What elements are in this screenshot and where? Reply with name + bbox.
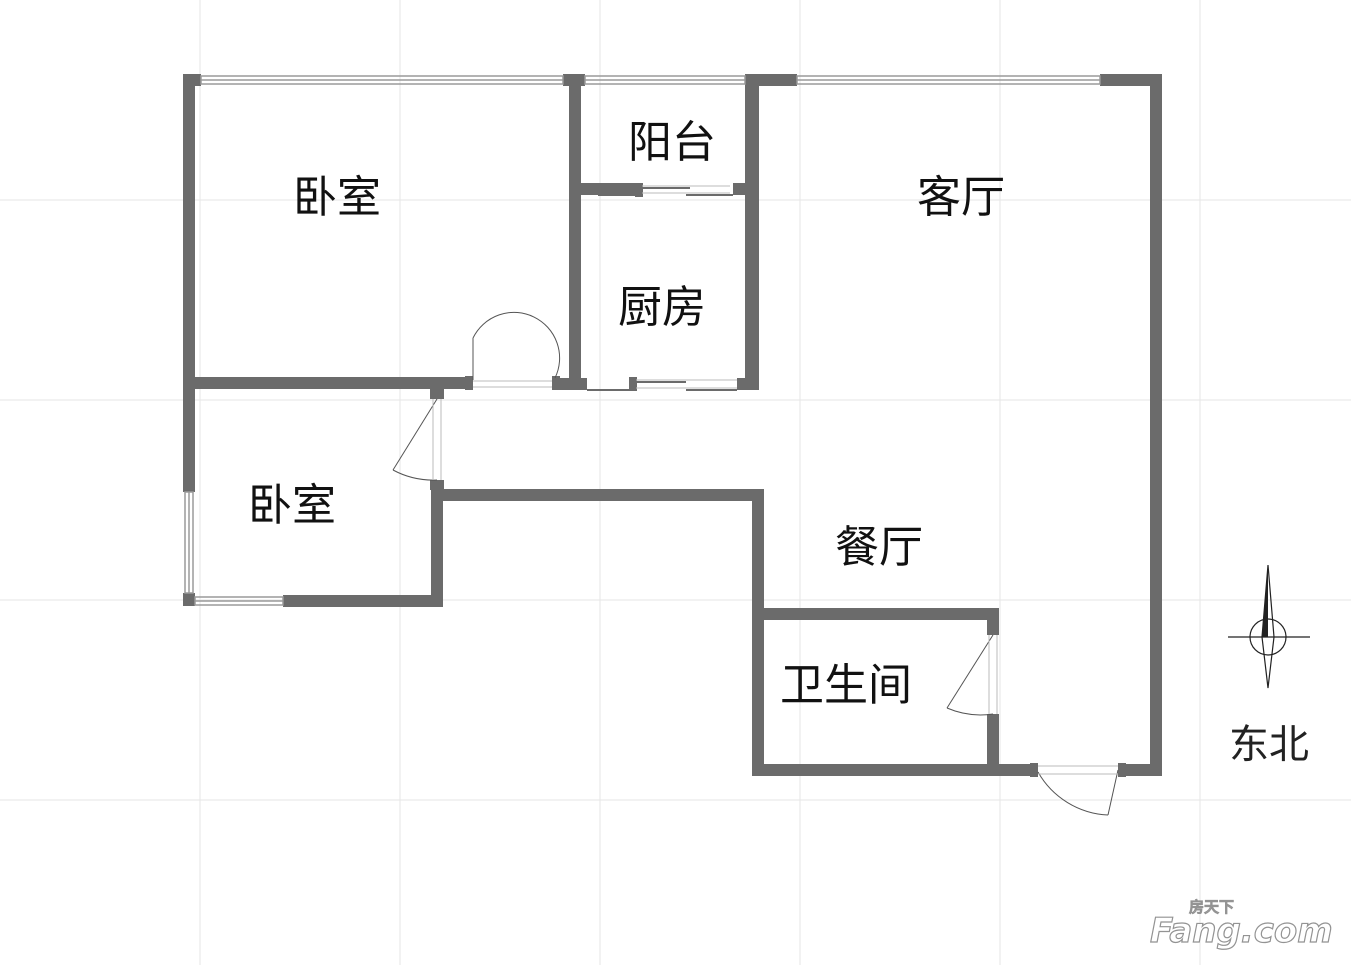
brand-watermark: 房天下 Fang.com xyxy=(1149,898,1333,952)
door-bedroom-main xyxy=(472,311,561,388)
door-entrance xyxy=(1037,765,1119,816)
sliding-doors xyxy=(587,183,737,391)
walls xyxy=(183,74,1162,777)
room-label-bathroom: 卫生间 xyxy=(780,660,912,711)
windows xyxy=(184,75,1101,606)
room-label-balcony: 阳台 xyxy=(628,117,716,168)
sliding-door-balcony xyxy=(598,183,733,197)
room-label-dining-room: 餐厅 xyxy=(835,522,923,573)
room-label-kitchen: 厨房 xyxy=(618,282,706,333)
door-bedroom-second xyxy=(392,398,442,481)
room-label-bedroom-second: 卧室 xyxy=(248,480,336,531)
sliding-door-kitchen xyxy=(587,377,737,391)
watermark-brand-cn: 房天下 xyxy=(1189,898,1234,916)
orientation-label: 东北 xyxy=(1229,722,1309,768)
watermark-brand-en: Fang.com xyxy=(1150,911,1333,951)
swing-doors xyxy=(392,311,1119,816)
room-label-living-room: 客厅 xyxy=(917,172,1005,223)
room-label-bedroom-main: 卧室 xyxy=(293,172,381,223)
door-bathroom xyxy=(946,634,998,716)
north-arrow-icon xyxy=(1228,564,1310,689)
